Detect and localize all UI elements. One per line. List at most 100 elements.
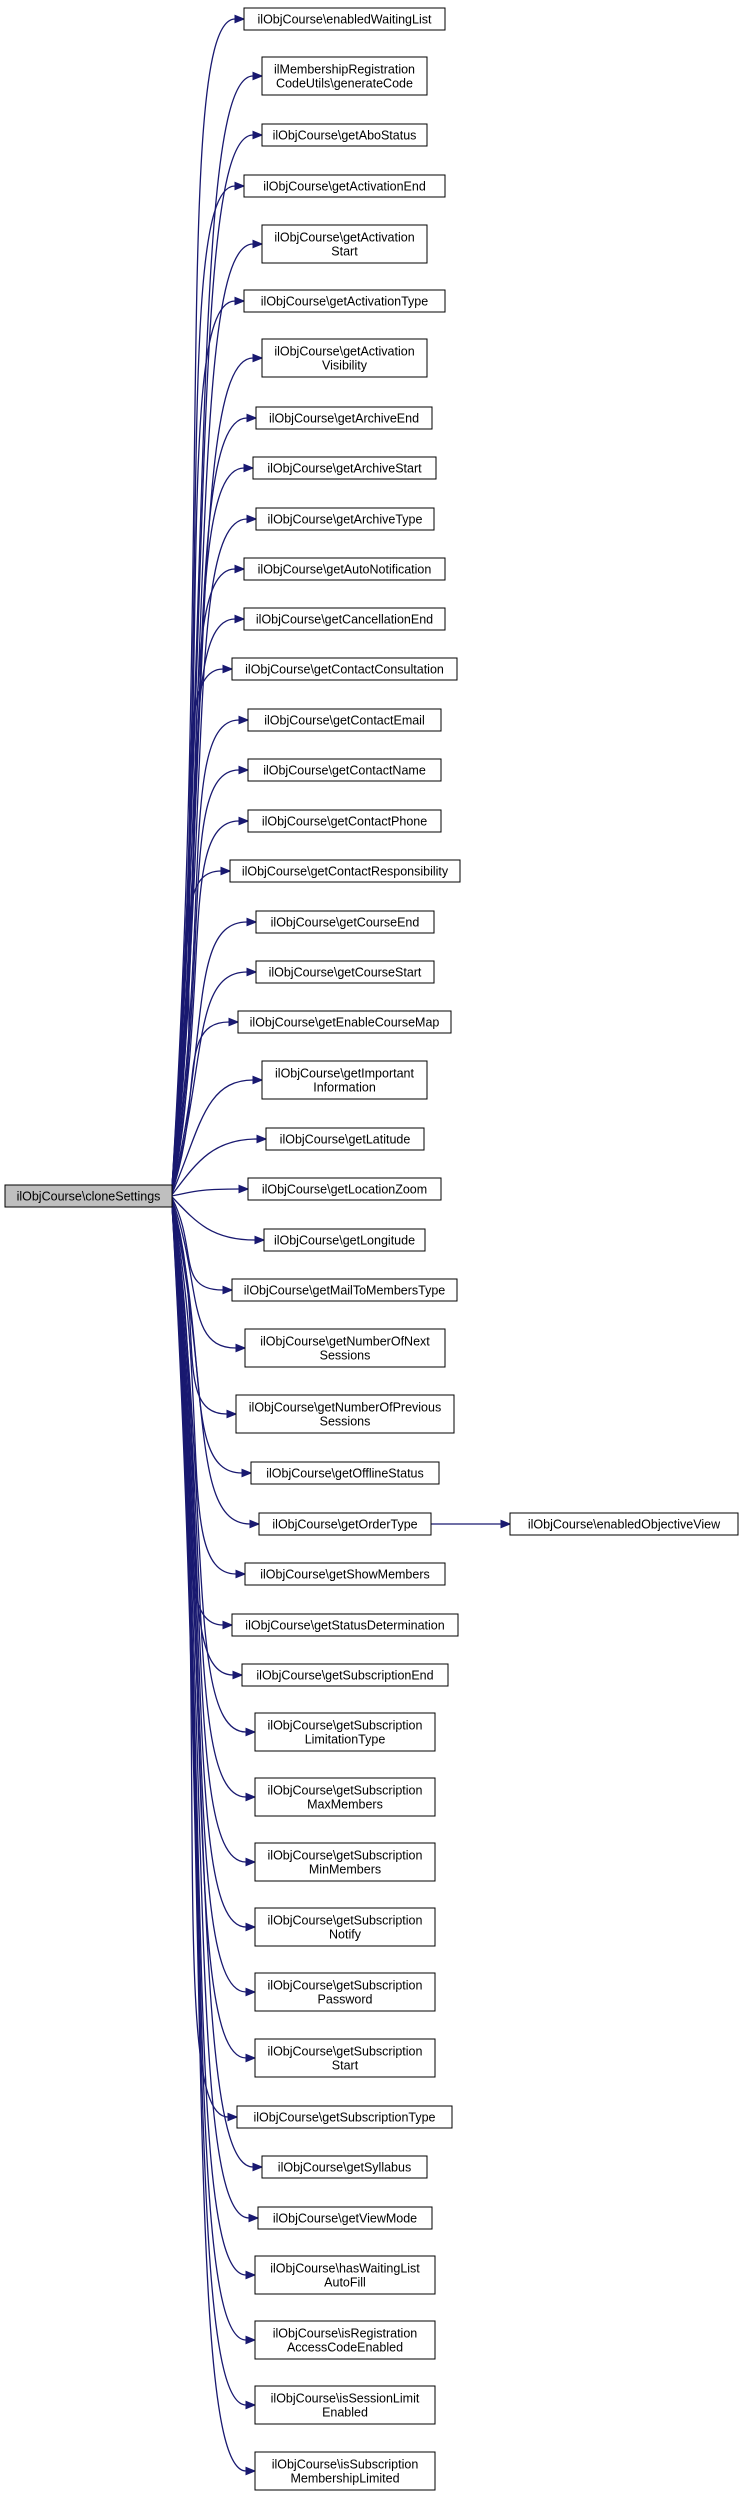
node-getContactConsultation[interactable]: ilObjCourse\getContactConsultation	[231, 657, 458, 681]
node-getArchiveStart[interactable]: ilObjCourse\getArchiveStart	[252, 456, 437, 480]
edge-arrowhead	[252, 1075, 264, 1085]
node-label-line: ilObjCourse\getSubscription	[268, 1719, 423, 1733]
node-isRegistrationAccessCodeEnabled[interactable]: ilObjCourse\isRegistrationAccessCodeEnab…	[254, 2320, 436, 2360]
node-box	[255, 960, 435, 984]
node-getViewMode[interactable]: ilObjCourse\getViewMode	[257, 2206, 433, 2230]
edge-line	[171, 1204, 247, 1993]
edge-line	[171, 1204, 247, 1928]
edge-arrowhead	[235, 1343, 247, 1353]
node-getActivationEnd[interactable]: ilObjCourse\getActivationEnd	[243, 174, 446, 198]
edge-line	[171, 921, 248, 1191]
edge-arrowhead	[234, 614, 246, 624]
edge-arrowhead	[245, 2335, 257, 2345]
node-getArchiveType[interactable]: ilObjCourse\getArchiveType	[255, 507, 435, 531]
node-box	[241, 1663, 449, 1687]
node-getLongitude[interactable]: ilObjCourse\getLongitude	[263, 1228, 426, 1252]
node-getShowMembers[interactable]: ilObjCourse\getShowMembers	[244, 1562, 446, 1586]
edge-getArchiveStart	[171, 463, 255, 1188]
node-getContactResponsibility[interactable]: ilObjCourse\getContactResponsibility	[229, 859, 461, 883]
node-getSubscriptionLimitationType[interactable]: ilObjCourse\getSubscriptionLimitationTyp…	[254, 1712, 436, 1752]
edge-arrowhead	[245, 2270, 257, 2280]
node-getMailToMembersType[interactable]: ilObjCourse\getMailToMembersType	[231, 1278, 458, 1302]
node-box	[235, 1394, 455, 1434]
edge-line	[171, 1021, 230, 1193]
node-label-line: ilObjCourse\getSubscription	[268, 2045, 423, 2059]
node-enabledObjectiveView[interactable]: ilObjCourse\enabledObjectiveView	[509, 1512, 739, 1536]
node-label-line: ilObjCourse\getSubscription	[268, 1849, 423, 1863]
edge-arrowhead	[252, 71, 264, 81]
edge-arrowhead	[246, 413, 258, 423]
node-getEnableCourseMap[interactable]: ilObjCourse\getEnableCourseMap	[237, 1010, 452, 1034]
node-getOfflineStatus[interactable]: ilObjCourse\getOfflineStatus	[250, 1461, 440, 1485]
node-box	[261, 56, 428, 96]
node-label-line: ilObjCourse\getContactPhone	[262, 815, 427, 829]
node-root-label: ilObjCourse\cloneSettings	[17, 1190, 161, 1204]
node-getActivationType[interactable]: ilObjCourse\getActivationType	[243, 289, 446, 313]
edge-line	[171, 668, 224, 1188]
edge-getOrderType	[171, 1202, 261, 1529]
edge-line	[171, 1204, 247, 1733]
node-generateCode[interactable]: ilMembershipRegistrationCodeUtils\genera…	[261, 56, 428, 96]
node-box	[247, 1177, 442, 1201]
node-root[interactable]: ilObjCourse\cloneSettings	[4, 1184, 173, 1208]
node-label-line: ilObjCourse\getActivationEnd	[263, 180, 426, 194]
node-label-line: Start	[331, 245, 358, 259]
edge-arrowhead	[228, 1017, 240, 1027]
edge-arrowhead	[226, 1409, 238, 1419]
node-label-line: ilObjCourse\getEnableCourseMap	[250, 1016, 440, 1030]
edge-getContactName	[171, 765, 250, 1188]
node-label-line: CodeUtils\generateCode	[276, 77, 413, 91]
edge-arrowhead	[243, 463, 255, 473]
node-getAutoNotification[interactable]: ilObjCourse\getAutoNotification	[243, 557, 446, 581]
edge-getViewMode	[171, 1204, 260, 2223]
node-label-line: ilObjCourse\getCancellationEnd	[256, 613, 433, 627]
node-getSubscriptionEnd[interactable]: ilObjCourse\getSubscriptionEnd	[241, 1663, 449, 1687]
node-label-line: ilObjCourse\getContactName	[263, 764, 426, 778]
edge-arrowhead	[245, 1727, 257, 1737]
node-getContactEmail[interactable]: ilObjCourse\getContactEmail	[247, 708, 442, 732]
node-box	[243, 557, 446, 581]
node-getContactName[interactable]: ilObjCourse\getContactName	[247, 758, 442, 782]
node-enabledWaitingList[interactable]: ilObjCourse\enabledWaitingList	[243, 7, 446, 31]
node-label-line: ilObjCourse\getSubscriptionEnd	[256, 1669, 433, 1683]
node-getLatitude[interactable]: ilObjCourse\getLatitude	[265, 1127, 425, 1151]
node-label-line: ilObjCourse\getStatusDetermination	[245, 1619, 444, 1633]
node-getOrderType[interactable]: ilObjCourse\getOrderType	[258, 1512, 432, 1536]
node-getAboStatus[interactable]: ilObjCourse\getAboStatus	[261, 123, 428, 147]
node-getLocationZoom[interactable]: ilObjCourse\getLocationZoom	[247, 1177, 442, 1201]
node-getCourseStart[interactable]: ilObjCourse\getCourseStart	[255, 960, 435, 984]
edge-line	[171, 1204, 247, 1798]
node-box	[252, 456, 437, 480]
node-getSyllabus[interactable]: ilObjCourse\getSyllabus	[261, 2155, 428, 2179]
node-getArchiveEnd[interactable]: ilObjCourse\getArchiveEnd	[255, 406, 433, 430]
node-label-line: ilObjCourse\getOrderType	[272, 1518, 417, 1532]
node-label-line: ilObjCourse\getSyllabus	[278, 2161, 411, 2175]
edge-arrowhead	[246, 967, 258, 977]
node-getSubscriptionType[interactable]: ilObjCourse\getSubscriptionType	[236, 2105, 453, 2129]
node-getStatusDetermination[interactable]: ilObjCourse\getStatusDetermination	[231, 1613, 459, 1637]
node-getContactPhone[interactable]: ilObjCourse\getContactPhone	[247, 809, 442, 833]
edge-arrowhead	[246, 514, 258, 524]
node-getCourseEnd[interactable]: ilObjCourse\getCourseEnd	[255, 910, 435, 934]
edge-getContactConsultation	[171, 664, 234, 1188]
node-isSubscriptionMembershipLimited[interactable]: ilObjCourse\isSubscriptionMembershipLimi…	[254, 2451, 436, 2491]
edge-arrowhead	[238, 715, 250, 725]
edge-arrowhead	[234, 181, 246, 191]
edge-arrowhead	[254, 1235, 266, 1245]
edge-getSubscriptionMinMembers	[171, 1204, 257, 1867]
edge-line	[171, 719, 240, 1188]
node-box	[254, 2038, 436, 2078]
node-getCancellationEnd[interactable]: ilObjCourse\getCancellationEnd	[243, 607, 446, 631]
